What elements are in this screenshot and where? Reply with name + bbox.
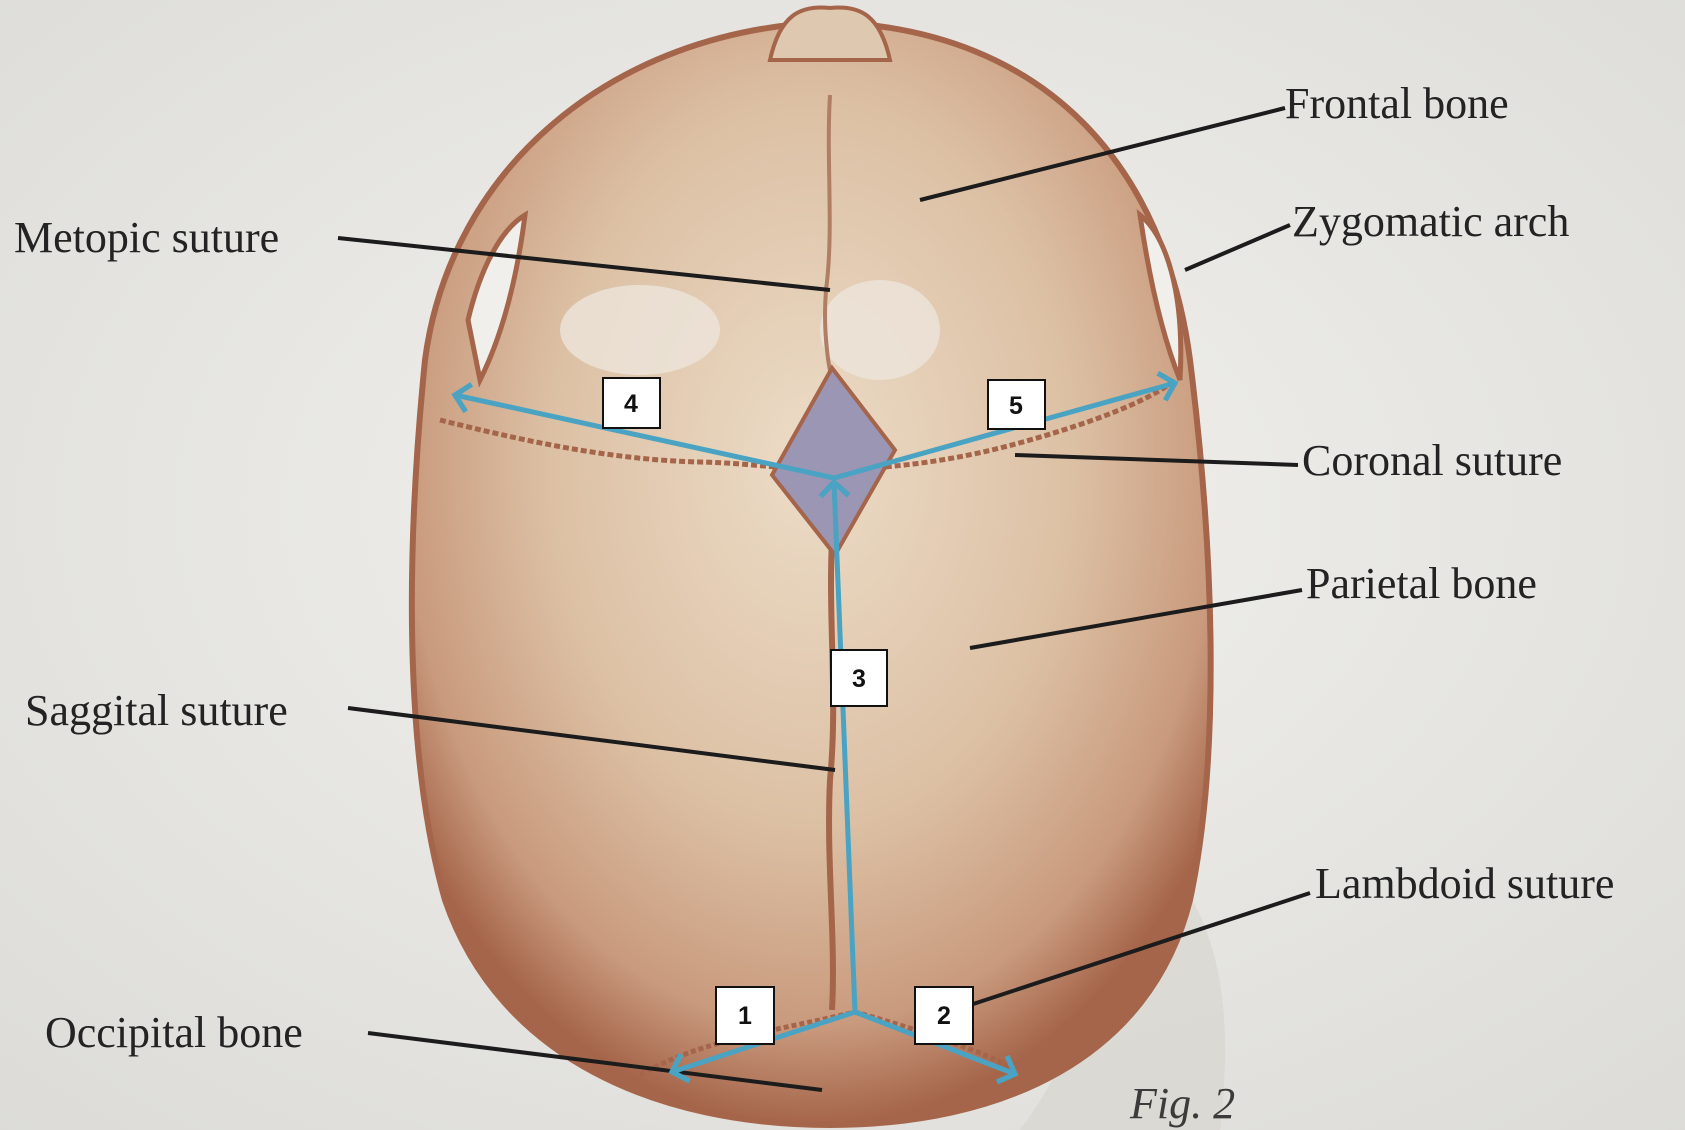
frontal-highlight-right — [820, 280, 940, 380]
sagittal-suture-line — [829, 540, 833, 1010]
skull-outline — [412, 22, 1211, 1125]
marker-5: 5 — [988, 380, 1045, 429]
marker-1-text: 1 — [738, 1002, 752, 1030]
label-occipital-bone: Occipital bone — [45, 1008, 303, 1057]
label-coronal-suture: Coronal suture — [1302, 436, 1562, 485]
label-lambdoid-suture: Lambdoid suture — [1315, 859, 1614, 908]
label-frontal-bone: Frontal bone — [1285, 79, 1509, 128]
marker-2-text: 2 — [937, 1002, 951, 1030]
label-saggital-suture: Saggital suture — [25, 686, 288, 735]
frontal-highlight-left — [560, 285, 720, 375]
marker-2: 2 — [915, 987, 973, 1044]
marker-4: 4 — [603, 378, 660, 428]
marker-1: 1 — [716, 987, 774, 1044]
figure-caption: Fig. 2 — [1129, 1079, 1235, 1128]
label-metopic-suture: Metopic suture — [14, 213, 279, 262]
marker-5-text: 5 — [1009, 392, 1023, 420]
label-zygomatic-arch: Zygomatic arch — [1292, 197, 1569, 246]
marker-4-text: 4 — [624, 390, 638, 418]
marker-3: 3 — [831, 650, 887, 706]
marker-3-text: 3 — [852, 665, 866, 693]
skull — [412, 8, 1211, 1125]
label-parietal-bone: Parietal bone — [1306, 559, 1537, 608]
